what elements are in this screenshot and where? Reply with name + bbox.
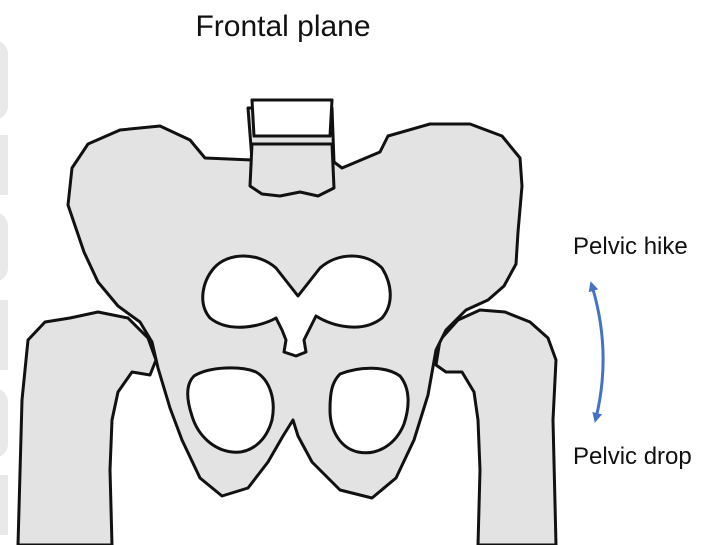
right-femur bbox=[436, 310, 556, 545]
rotation-arrow bbox=[592, 286, 603, 418]
lumbar-vertebra-lower bbox=[250, 144, 334, 196]
pelvic-drop-label: Pelvic drop bbox=[573, 443, 692, 471]
lumbar-vertebra-upper bbox=[252, 100, 332, 136]
pelvic-hike-label: Pelvic hike bbox=[573, 233, 688, 261]
left-femur bbox=[18, 312, 156, 545]
